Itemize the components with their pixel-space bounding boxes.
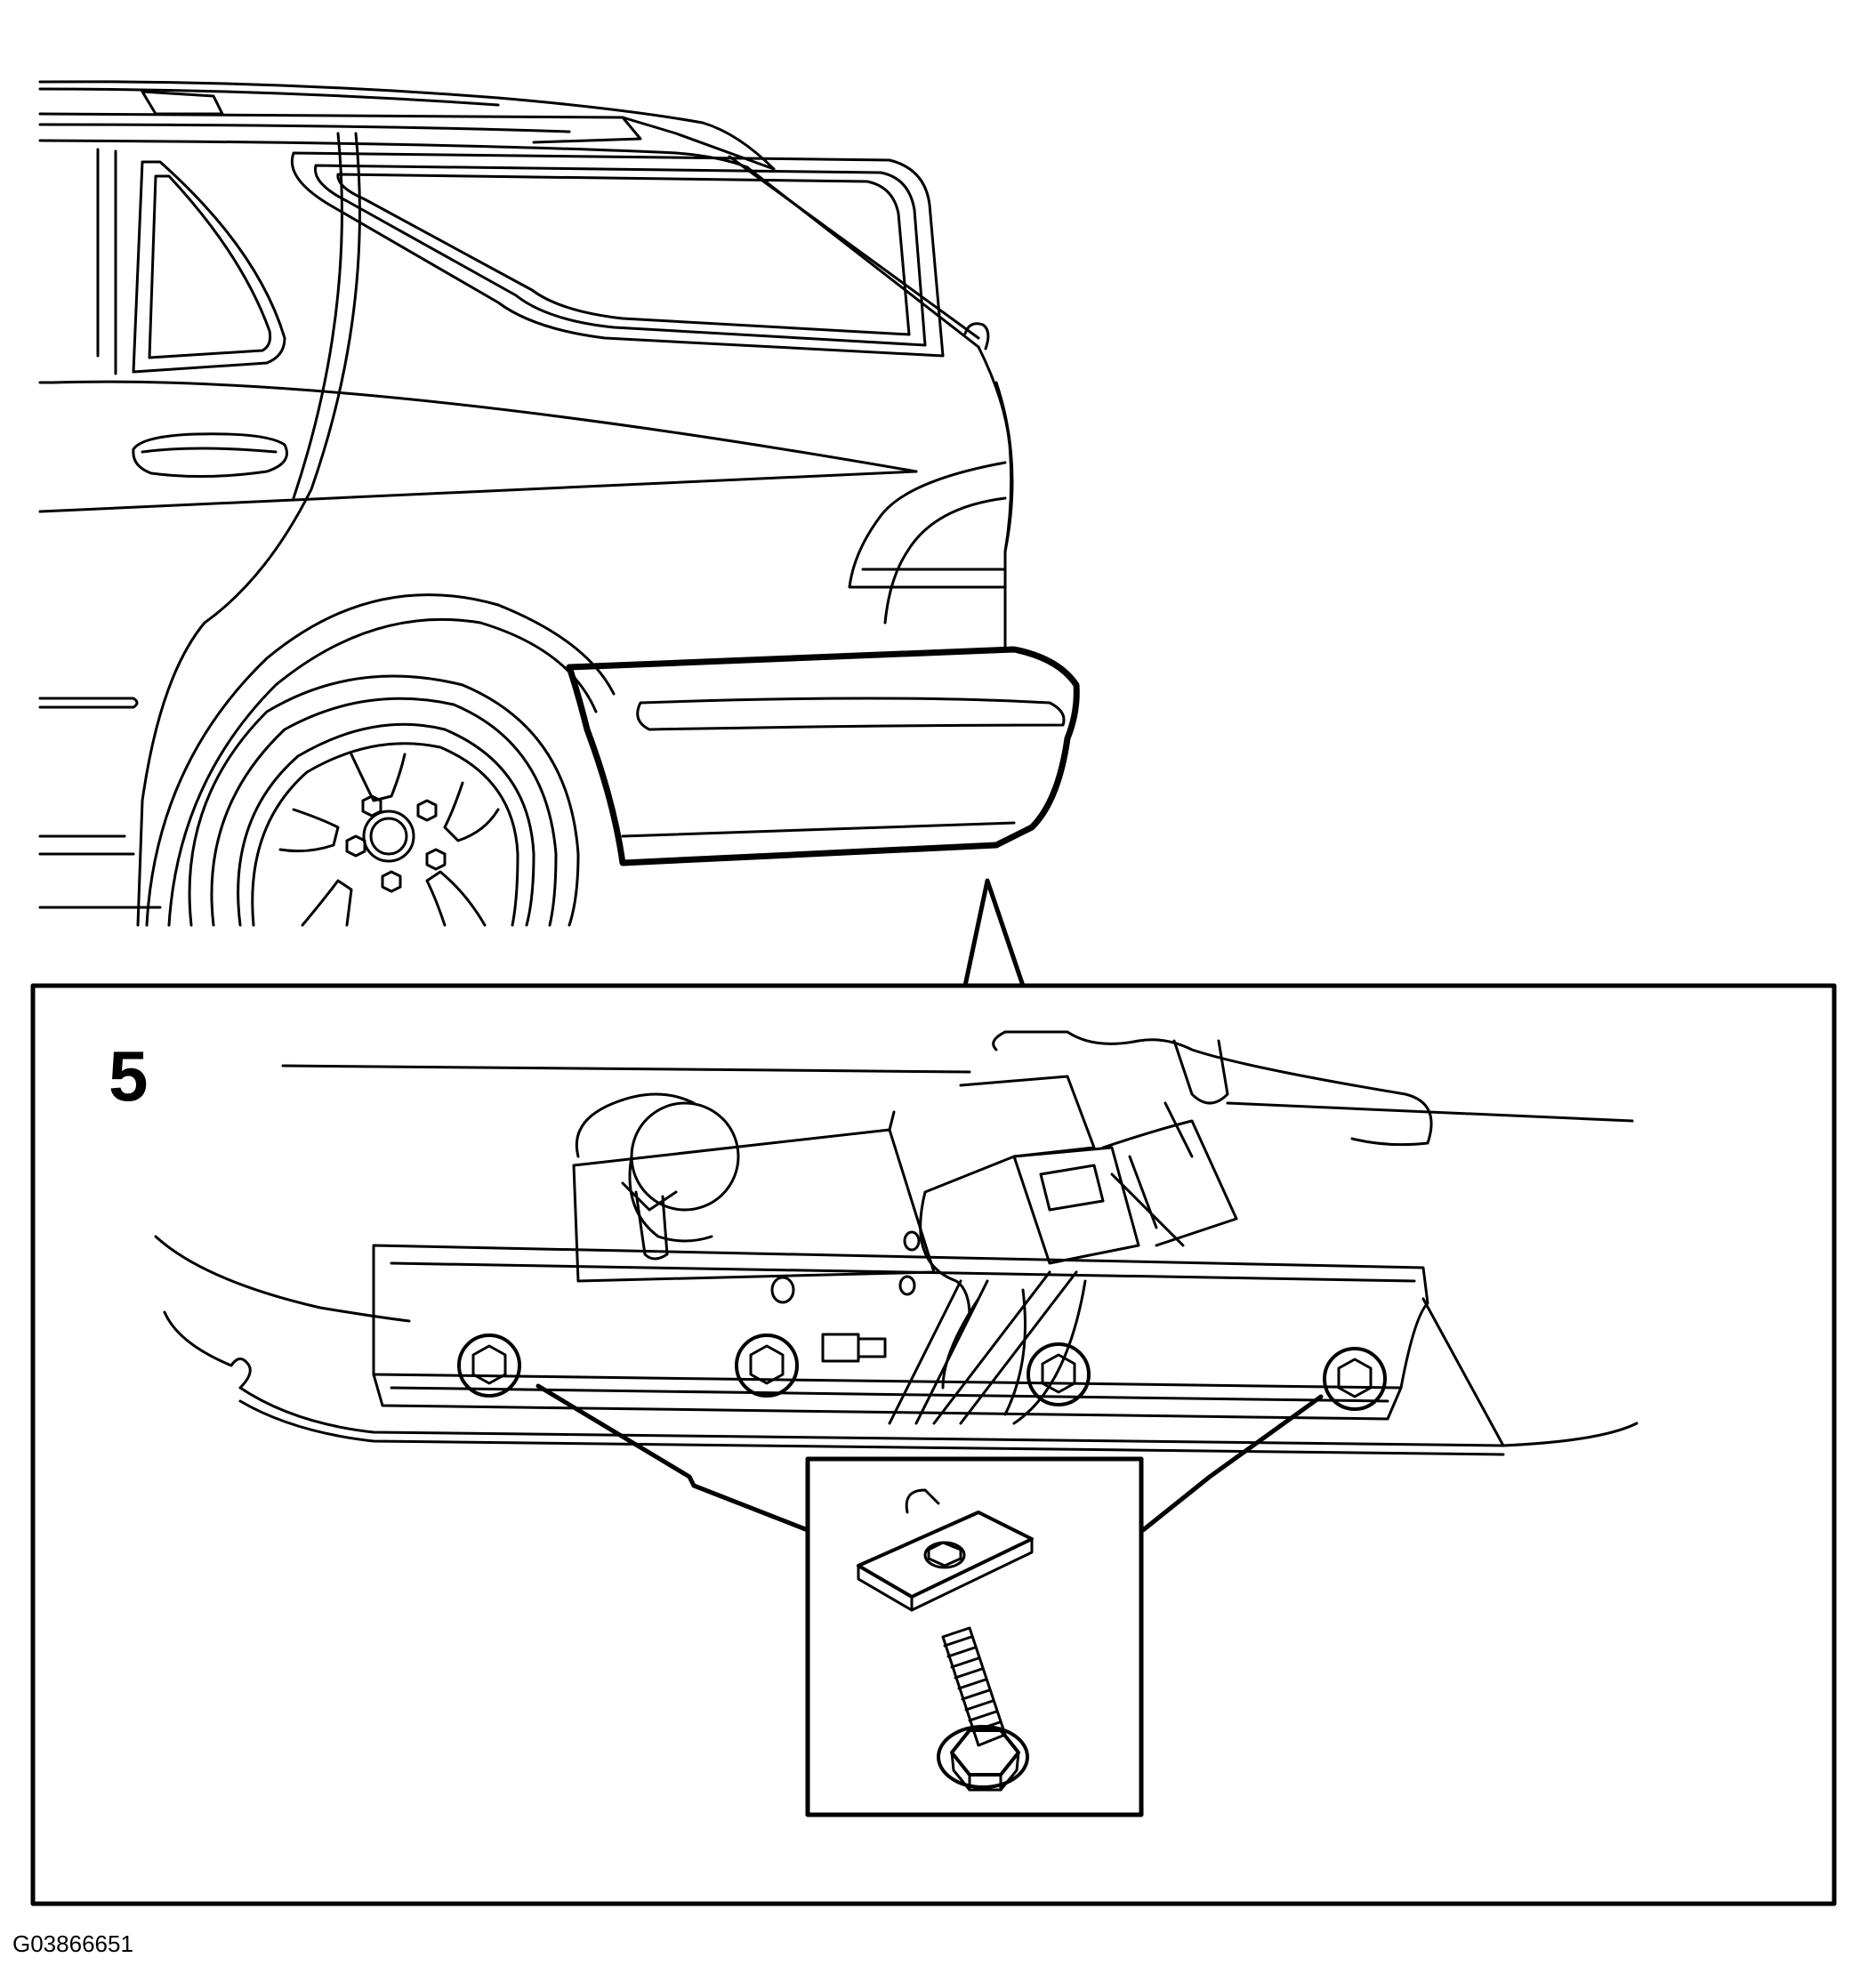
flange-bolt-icon: [938, 1628, 1027, 1790]
figure-code: G03866651: [12, 1930, 133, 1957]
step-number: 5: [109, 1036, 149, 1116]
bumper-mount-bolt-icon: [459, 1335, 1385, 1409]
clip-nut-icon: [858, 1490, 1032, 1610]
detail-frame: [33, 986, 1834, 1904]
bolt-inset-frame: [808, 1459, 1141, 1815]
bumper-mount-detail: [156, 1032, 1637, 1454]
car-rear-quarter-icon: [40, 82, 1076, 925]
